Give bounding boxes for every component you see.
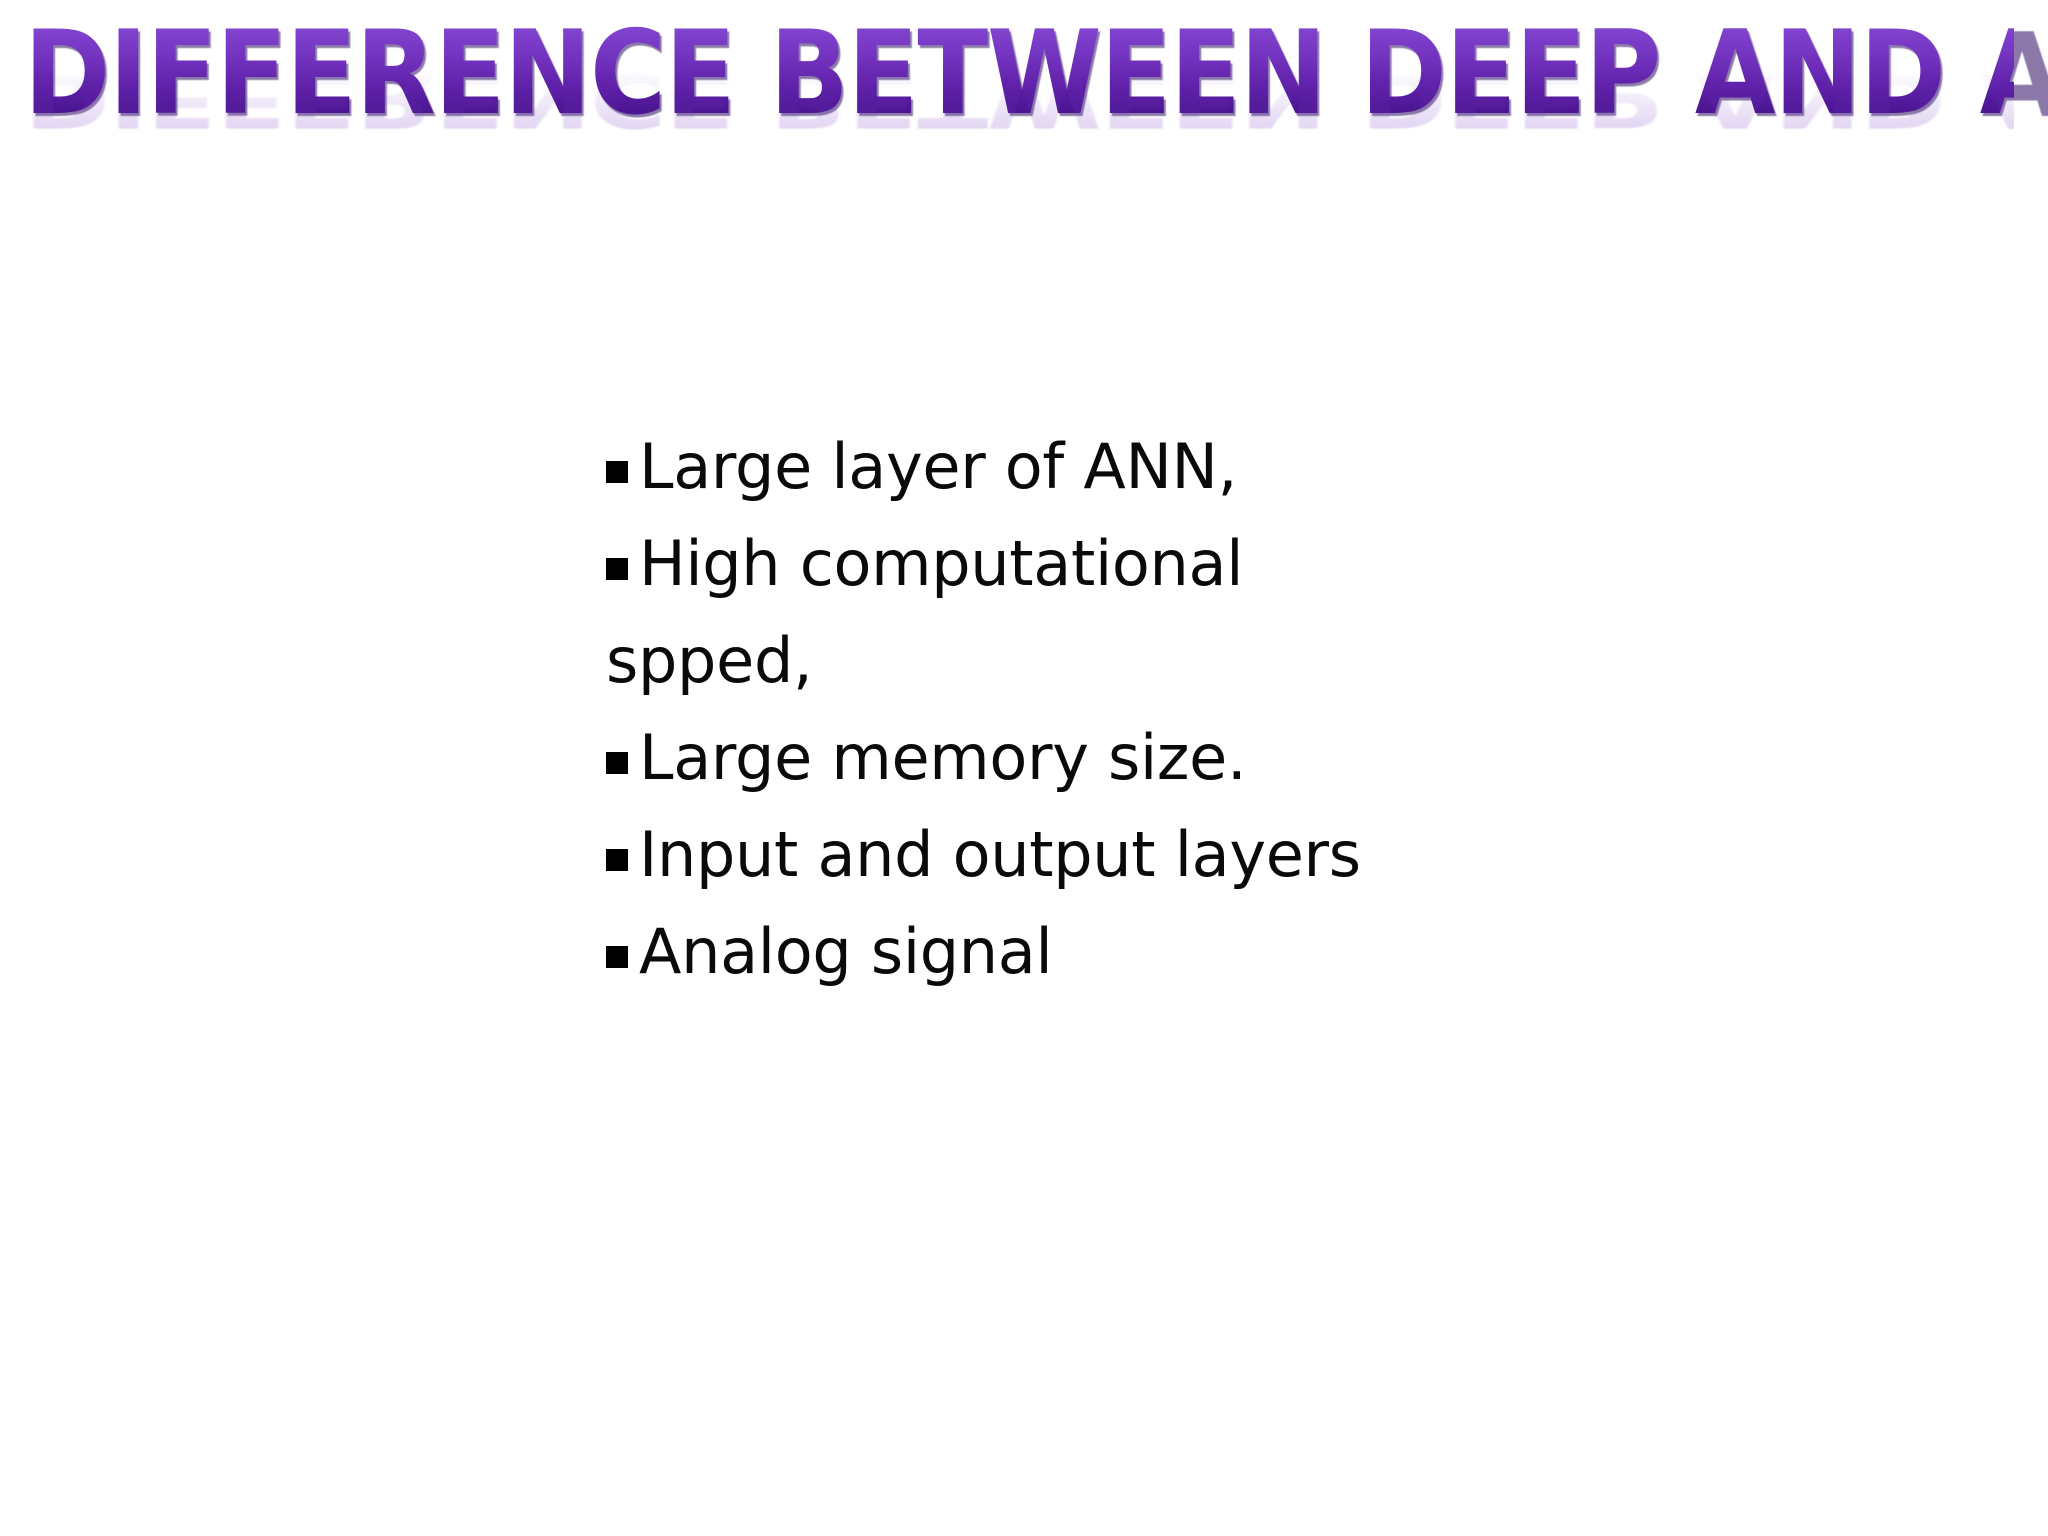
list-item-continuation: spped, bbox=[606, 612, 1426, 709]
square-bullet-icon bbox=[606, 946, 628, 968]
square-bullet-icon bbox=[606, 849, 628, 871]
list-item: Analog signal bbox=[606, 903, 1426, 1000]
page-title: DIFFERENCE BETWEEN DEEP AND ANN bbox=[24, 6, 2048, 141]
slide-title-shadow: DIFFERENCE BETWEEN DEEP AND ANN bbox=[26, 9, 2048, 144]
square-bullet-icon bbox=[606, 752, 628, 774]
list-item: Large layer of ANN, bbox=[606, 418, 1426, 515]
list-item: Input and output layers bbox=[606, 806, 1426, 903]
list-item-label: Large layer of ANN, bbox=[639, 430, 1238, 503]
slide-title-block: DIFFERENCE BETWEEN DEEP AND ANN DIFFEREN… bbox=[24, 6, 2048, 204]
list-item: Large memory size. bbox=[606, 709, 1426, 806]
list-item-label: spped, bbox=[606, 624, 813, 697]
slide-body-list: Large layer of ANN, High computational s… bbox=[606, 418, 1426, 1000]
list-item-label: Input and output layers bbox=[639, 818, 1361, 891]
square-bullet-icon bbox=[606, 461, 628, 483]
list-item-label: High computational bbox=[639, 527, 1244, 600]
list-item: High computational bbox=[606, 515, 1426, 612]
list-item-label: Large memory size. bbox=[639, 721, 1247, 794]
square-bullet-icon bbox=[606, 558, 628, 580]
list-item-label: Analog signal bbox=[639, 915, 1053, 988]
